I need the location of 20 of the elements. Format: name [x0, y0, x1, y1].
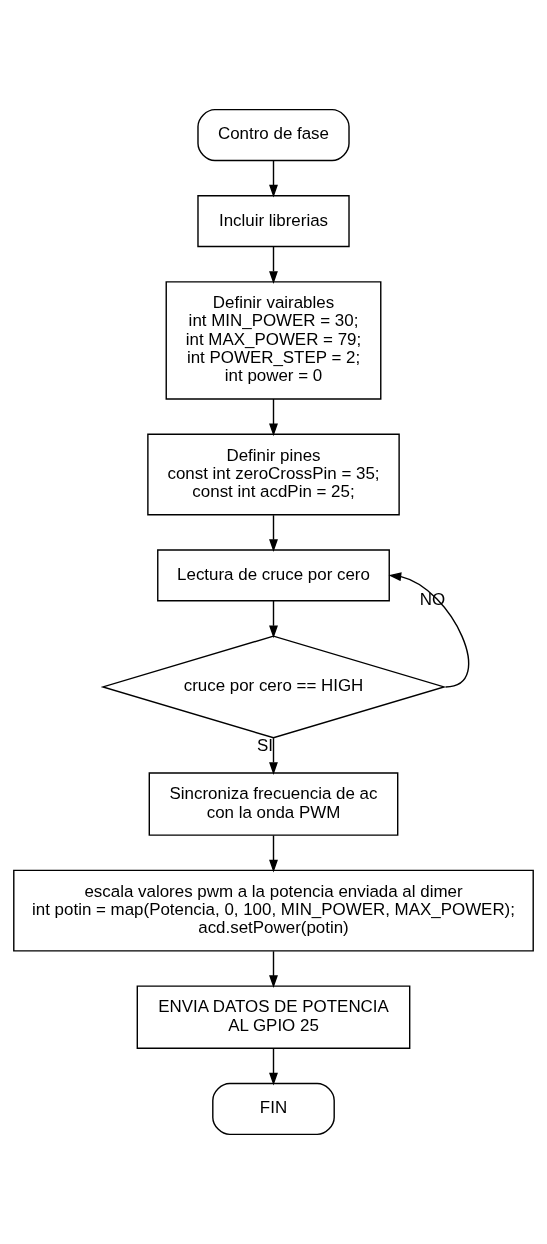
node-box: Contro de fase: [197, 108, 350, 162]
arrow: [269, 950, 278, 989]
arrow: [269, 737, 278, 775]
node-box: FIN: [212, 1082, 335, 1136]
node-box: Sincroniza frecuencia de ac con la onda PWM: [148, 772, 399, 836]
arrow: [269, 245, 278, 284]
arrow: [269, 834, 278, 873]
arrow: [388, 572, 470, 688]
node-box: Definir vairables int MIN_POWER = 30; int MAX_POWER = 79; int POWER_STEP = 2; int power = 0: [165, 281, 382, 400]
arrow: [269, 1048, 278, 1086]
arrow: [269, 159, 278, 198]
arrow: [269, 398, 278, 437]
node-box: Lectura de cruce por cero: [157, 549, 390, 602]
node-diamond: cruce por cero == HIGH: [100, 635, 447, 739]
node-box: ENVIA DATOS DE POTENCIA AL GPIO 25: [136, 985, 411, 1049]
node-box: Definir pines const int zeroCrossPin = 35; const int acdPin = 25;: [147, 433, 400, 516]
node-box: escala valores pwm a la potencia enviada al dimer int potin = map(Potencia, 0, 100, MIN_POWER, MAX_POWER); acd.setPower(potin): [13, 869, 534, 952]
node-box: Incluir librerias: [197, 195, 350, 248]
arrow: [269, 600, 278, 639]
arrow: [269, 514, 278, 553]
